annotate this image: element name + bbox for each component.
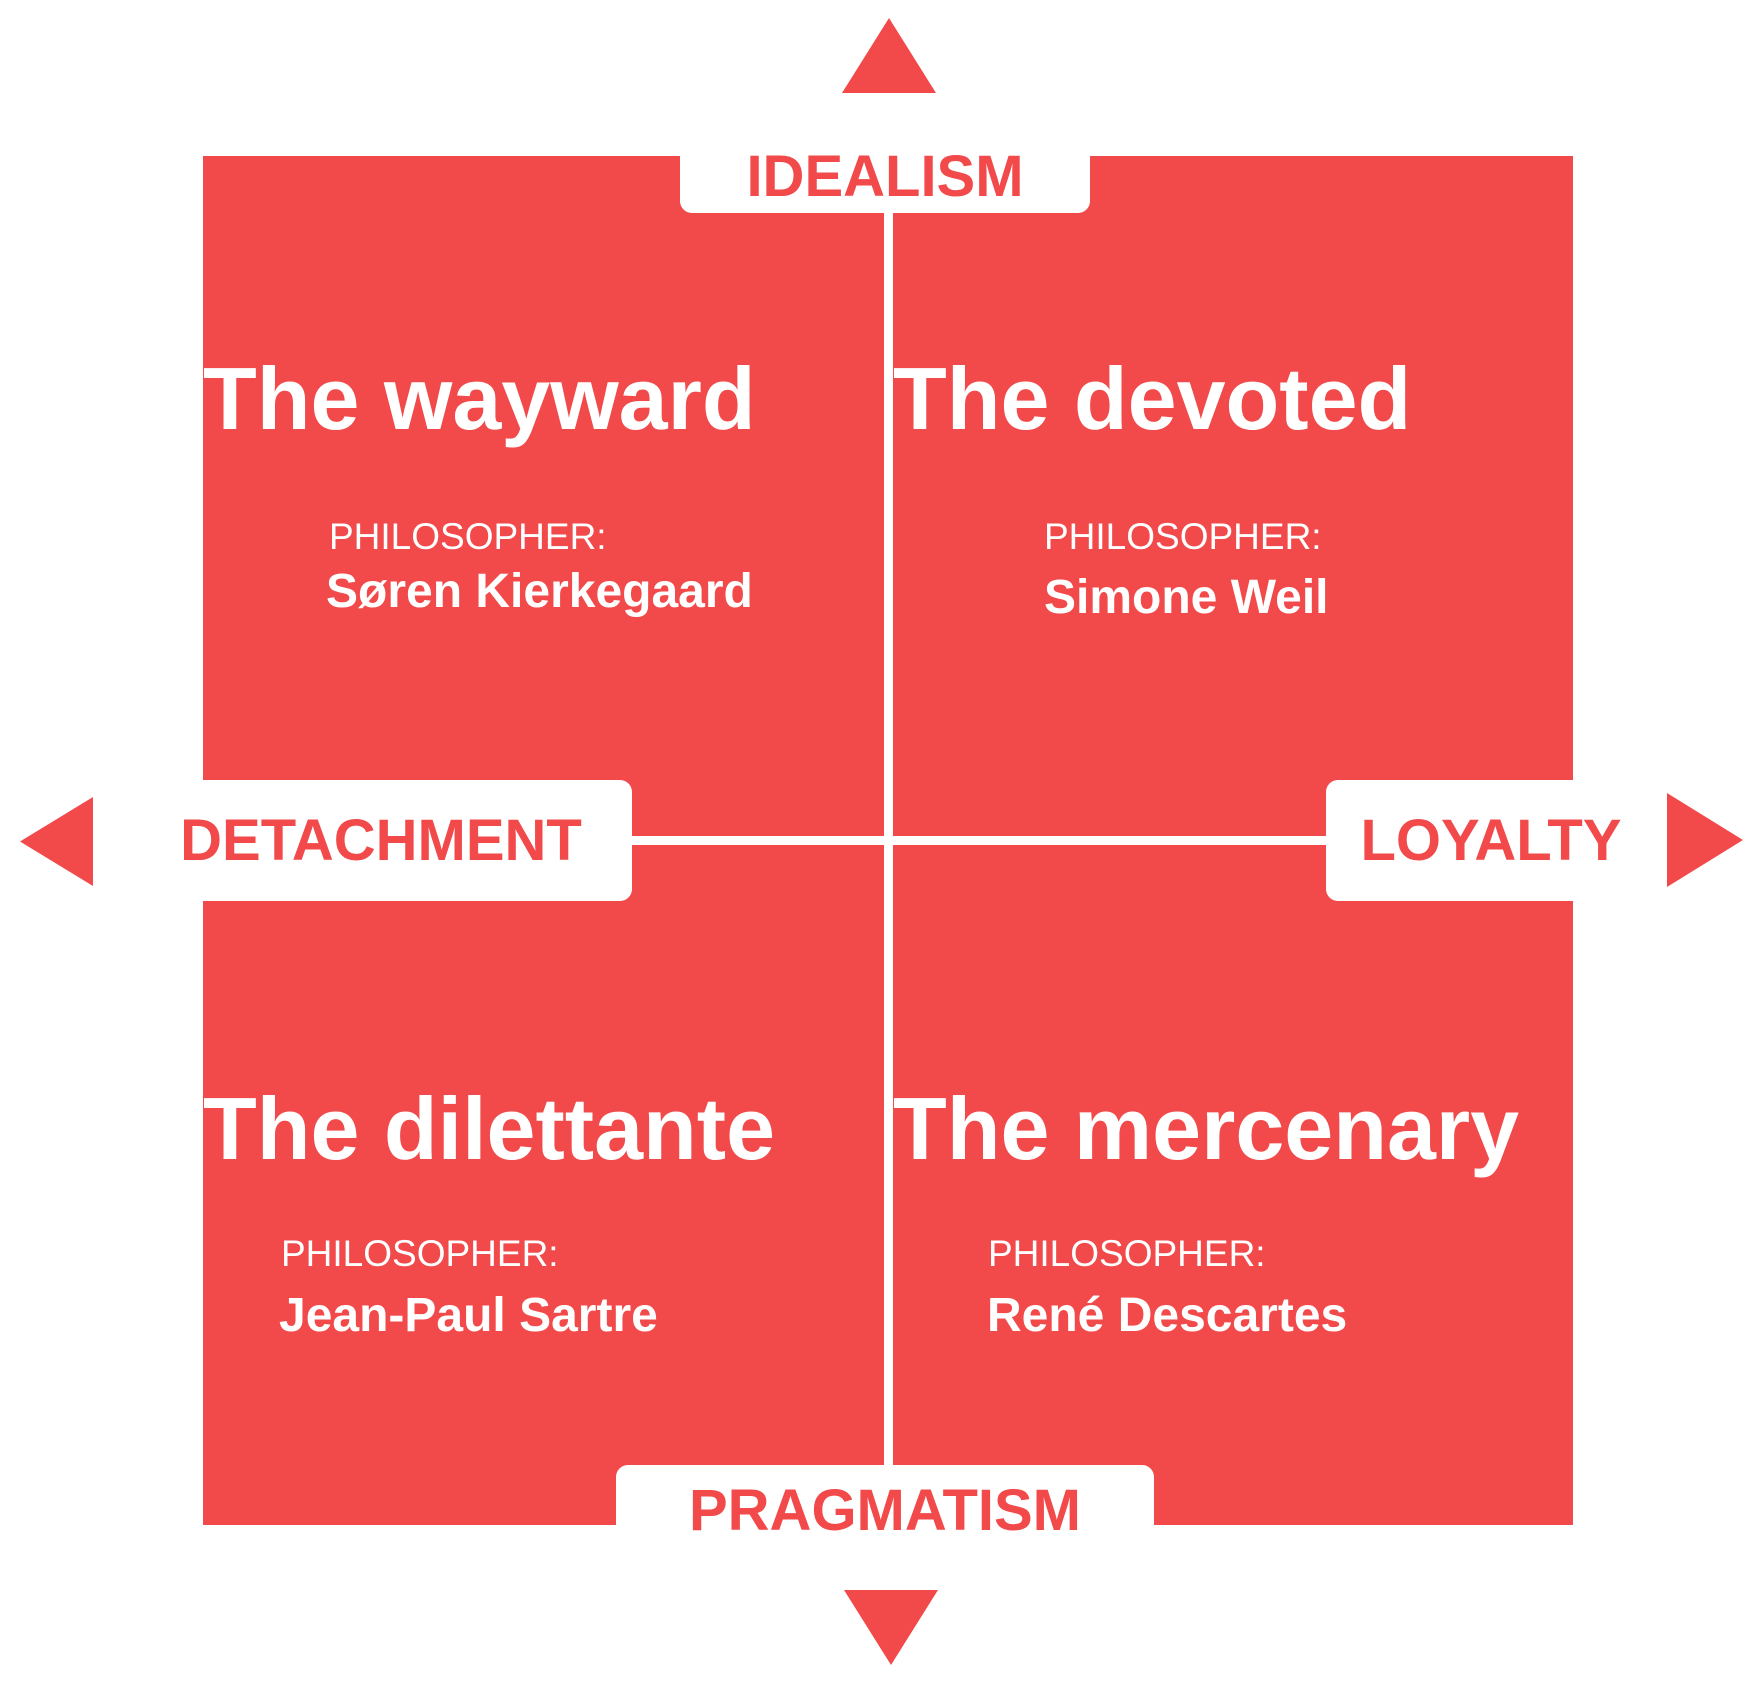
quadrant-title: The dilettante — [203, 1079, 776, 1178]
quadrant-title: The devoted — [893, 349, 1412, 448]
quadrant-title: The wayward — [203, 349, 756, 448]
philosopher-label: PHILOSOPHER: — [329, 516, 607, 557]
axis-label-right: LOYALTY — [1326, 780, 1656, 901]
loyalty-label: LOYALTY — [1360, 808, 1622, 873]
vertical-axis-line — [884, 200, 893, 1470]
detachment-label: DETACHMENT — [180, 808, 582, 873]
arrow-down-icon — [844, 1590, 938, 1665]
axis-label-bottom: PRAGMATISM — [616, 1465, 1154, 1555]
philosopher-name: René Descartes — [987, 1289, 1348, 1342]
philosopher-name: Søren Kierkegaard — [326, 565, 753, 618]
pragmatism-label: PRAGMATISM — [688, 1477, 1081, 1543]
philosopher-label: PHILOSOPHER: — [1044, 516, 1322, 557]
arrow-left-icon — [20, 797, 93, 886]
philosopher-label: PHILOSOPHER: — [988, 1233, 1266, 1274]
idealism-label: IDEALISM — [746, 144, 1024, 209]
philosopher-label: PHILOSOPHER: — [281, 1233, 559, 1274]
arrow-up-icon — [842, 18, 936, 93]
axis-label-top: IDEALISM — [680, 140, 1090, 213]
horizontal-axis-line — [620, 836, 1340, 845]
axis-label-left: DETACHMENT — [110, 780, 632, 901]
philosopher-name: Jean-Paul Sartre — [279, 1289, 658, 1342]
philosopher-name: Simone Weil — [1044, 571, 1329, 624]
arrow-right-icon — [1667, 793, 1743, 887]
quadrant-title: The mercenary — [893, 1079, 1520, 1178]
